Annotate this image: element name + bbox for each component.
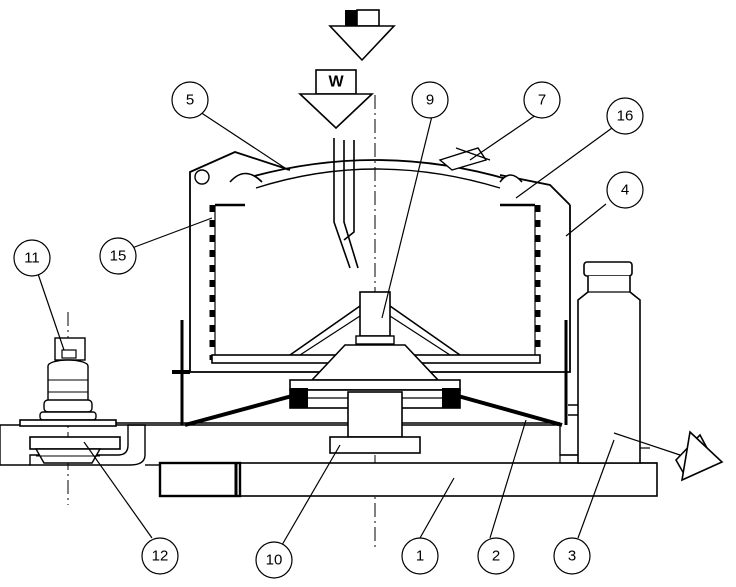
callout-1: 1 <box>401 537 439 575</box>
top-marker-arrow <box>328 9 396 62</box>
callout-3: 3 <box>553 537 591 575</box>
leader-lines <box>35 111 615 546</box>
callout-4-label: 4 <box>621 182 629 199</box>
callout-1-label: 1 <box>416 548 424 565</box>
load-arrow-w: W <box>297 69 375 130</box>
bearing-assembly <box>184 379 563 454</box>
callout-5-label: 5 <box>186 92 194 109</box>
feed-pipe <box>333 138 359 269</box>
load-arrow-label: W <box>328 74 344 91</box>
callout-12: 12 <box>141 537 179 575</box>
callout-11: 11 <box>13 239 51 277</box>
callout-11-label: 11 <box>24 250 40 267</box>
callout-12-label: 12 <box>152 548 169 565</box>
support-pillar <box>577 261 657 464</box>
motor-pulley <box>19 312 121 505</box>
hub-shaft <box>289 291 461 381</box>
callout-2-label: 2 <box>492 548 500 565</box>
callout-9: 9 <box>411 81 449 119</box>
callout-7: 7 <box>523 81 561 119</box>
callout-10-label: 10 <box>266 552 283 569</box>
base-plate <box>158 461 658 498</box>
callout-15-label: 15 <box>110 248 127 265</box>
callout-4: 4 <box>606 171 644 209</box>
callout-3-label: 3 <box>568 548 576 565</box>
callout-10: 10 <box>255 541 293 579</box>
callout-2: 2 <box>477 537 515 575</box>
callout-16: 16 <box>606 97 644 135</box>
callout-7-label: 7 <box>538 92 546 109</box>
callout-15: 15 <box>99 237 137 275</box>
callout-16-label: 16 <box>617 108 634 125</box>
lid <box>189 147 571 206</box>
callout-9-label: 9 <box>426 92 434 109</box>
outflow-arrow <box>613 430 724 482</box>
callout-5: 5 <box>171 81 209 119</box>
